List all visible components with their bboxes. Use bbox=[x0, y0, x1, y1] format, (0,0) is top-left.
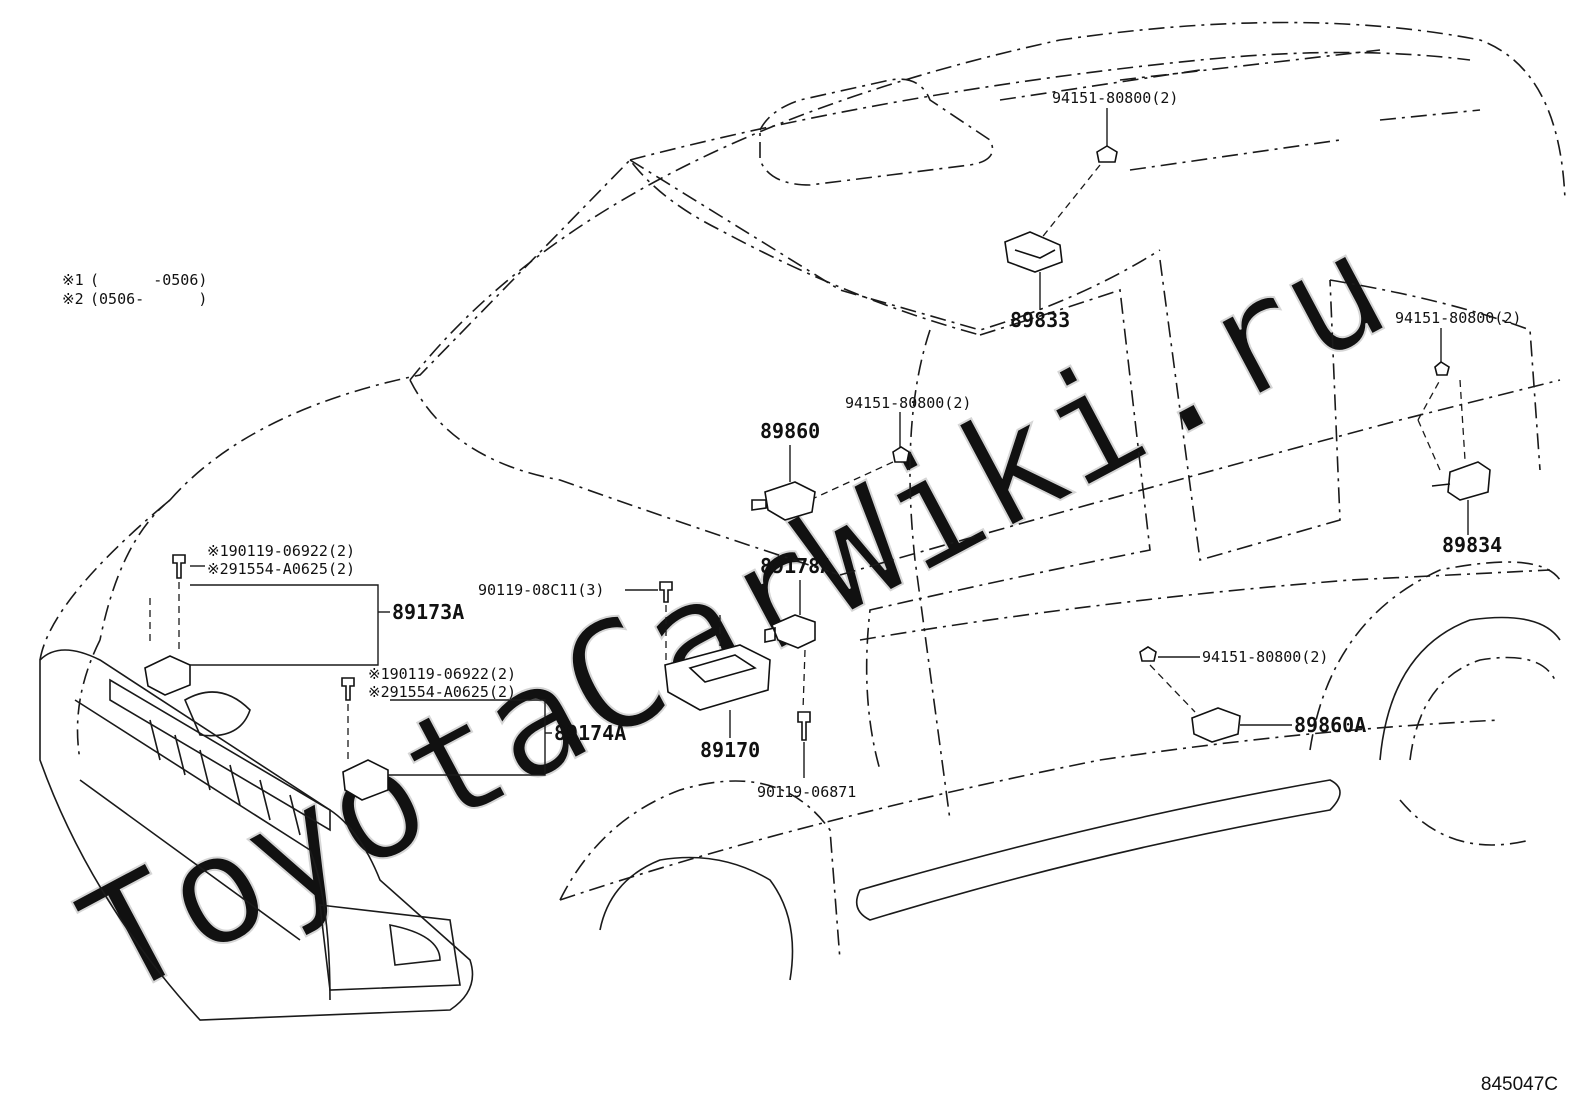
callout-sensor-side-lower[interactable]: 89860A bbox=[1294, 713, 1366, 737]
callout-sensor-rear[interactable]: 89834 bbox=[1442, 533, 1502, 557]
note-mark-1: ※1 bbox=[62, 271, 84, 289]
callout-front-right-sensor[interactable]: 89174A bbox=[554, 721, 626, 745]
bolt-icon bbox=[341, 677, 355, 701]
ecu-group: 90119-08C11(3) 89170 bbox=[478, 581, 771, 762]
callout-bolt-floor[interactable]: 90119-06871 bbox=[757, 783, 856, 801]
callout-front-left-bolt2[interactable]: ※291554-A0625(2) bbox=[207, 560, 355, 578]
nut-icon bbox=[1139, 646, 1157, 662]
callout-front-left-sensor[interactable]: 89173A bbox=[392, 600, 464, 624]
note-text-2: (0506- ) bbox=[90, 290, 207, 308]
bolt-icon bbox=[659, 581, 673, 603]
callout-front-right-bolt1[interactable]: ※190119-06922(2) bbox=[368, 665, 516, 683]
front-left-sensor-group: ※190119-06922(2) ※291554-A0625(2) 89173A bbox=[144, 542, 464, 696]
callout-nut-side-lower[interactable]: 94151-80800(2) bbox=[1202, 648, 1328, 666]
notes: ※1 ( -0506) ※2 (0506- ) bbox=[62, 271, 207, 308]
side-sensor-group: 94151-80800(2) 89860 bbox=[751, 394, 971, 521]
callout-sensor-side[interactable]: 89860 bbox=[760, 419, 820, 443]
watermark: ToyotaCarWiki.ru bbox=[55, 200, 1412, 1032]
sensor-89834-icon bbox=[1431, 461, 1491, 501]
front-right-sensor-group: ※190119-06922(2) ※291554-A0625(2) 89174A bbox=[341, 665, 626, 801]
bolt-icon bbox=[172, 554, 186, 579]
figure-code: 845047C bbox=[1481, 1074, 1558, 1095]
callout-sensor-roof[interactable]: 89833 bbox=[1010, 308, 1070, 332]
callout-nut-pillar[interactable]: 94151-80800(2) bbox=[845, 394, 971, 412]
callout-ecu[interactable]: 89170 bbox=[700, 738, 760, 762]
callout-front-left-bolt1[interactable]: ※190119-06922(2) bbox=[207, 542, 355, 560]
bracket-89178A-icon bbox=[764, 614, 816, 649]
note-mark-2: ※2 bbox=[62, 290, 84, 308]
nut-icon bbox=[1434, 361, 1450, 376]
nut-icon bbox=[892, 446, 910, 463]
sensor-89860A-icon bbox=[1191, 707, 1241, 743]
side-lower-sensor-group: 94151-80800(2) 89860A bbox=[1139, 646, 1366, 743]
callout-bracket[interactable]: 89178A bbox=[760, 554, 832, 578]
ecu-89170-icon bbox=[664, 644, 771, 711]
sensor-89174A-icon bbox=[342, 759, 389, 801]
callout-nut-rear[interactable]: 94151-80800(2) bbox=[1395, 309, 1521, 327]
sensor-89860-icon bbox=[751, 481, 816, 521]
callout-front-right-bolt2[interactable]: ※291554-A0625(2) bbox=[368, 683, 516, 701]
note-text-1: ( -0506) bbox=[90, 271, 207, 289]
rear-sensor-group: 94151-80800(2) 89834 bbox=[1395, 309, 1521, 557]
callout-nut-roof[interactable]: 94151-80800(2) bbox=[1052, 89, 1178, 107]
vehicle-outline bbox=[39, 21, 1566, 1021]
bolt-icon bbox=[797, 711, 811, 741]
nut-icon bbox=[1096, 145, 1118, 163]
sensor-89173A-icon bbox=[144, 655, 191, 696]
sensor-89833-icon bbox=[1004, 231, 1063, 273]
callout-bolt-ecu[interactable]: 90119-08C11(3) bbox=[478, 581, 604, 599]
roof-sensor-group: 94151-80800(2) 89833 bbox=[1004, 89, 1178, 332]
bracket-group: 89178A 90119-06871 bbox=[757, 554, 856, 801]
